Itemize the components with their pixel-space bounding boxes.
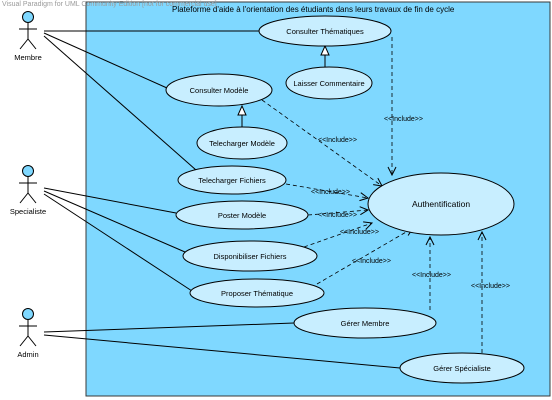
usecase-gerer-membre[interactable]: Gérer Membre <box>293 307 437 339</box>
usecase-label: Poster Modèle <box>218 211 266 220</box>
actor-membre[interactable]: Membre <box>14 11 42 63</box>
generalization-laisser-to-consulter-thematiques <box>320 44 330 67</box>
actor-label: Membre <box>14 53 42 62</box>
generalization-telecharger-to-consulter-modele <box>237 104 247 127</box>
usecase-label: Gérer Membre <box>341 319 390 328</box>
include-poster-modele-label: <<Include>> <box>318 212 357 219</box>
usecase-telecharger-modele[interactable]: Telecharger Modèle <box>196 126 288 160</box>
include-consulter-modele <box>261 99 382 186</box>
actor-head <box>22 308 34 320</box>
usecase-label: Gérer Spécialiste <box>433 364 491 373</box>
usecase-consulter-modele[interactable]: Consulter Modèle <box>165 73 273 107</box>
usecase-laisser-commentaire[interactable]: Laisser Commentaire <box>285 66 373 100</box>
usecase-disponibiliser-fichiers[interactable]: Disponibiliser Fichiers <box>182 240 318 272</box>
system-title: Plateforme d'aide à l'orientation des ét… <box>172 5 455 14</box>
actor-label: Admin <box>17 350 38 359</box>
actor-label: Specialiste <box>10 207 46 216</box>
watermark: Visual Paradigm for UML Community Editio… <box>2 1 217 8</box>
assoc-admin-gerer-membre <box>43 322 295 333</box>
actor-head <box>22 165 34 177</box>
usecase-label: Consulter Modèle <box>190 86 249 95</box>
usecase-label: Telecharger Fichiers <box>198 176 266 185</box>
include-disponibiliser <box>303 223 372 248</box>
include-consulter-modele-label: <<Include>> <box>318 137 357 144</box>
usecase-consulter-thematiques[interactable]: Consulter Thématiques <box>258 15 392 47</box>
assoc-specialiste-proposer <box>43 193 193 292</box>
assoc-specialiste-disponibiliser <box>43 190 186 253</box>
usecase-label: Proposer Thématique <box>221 289 293 298</box>
assoc-membre-consulter-modele <box>43 32 168 89</box>
include-proposer-thematique <box>316 228 413 285</box>
assoc-specialiste-poster-modele <box>43 187 177 214</box>
usecase-label: Telecharger Modèle <box>209 139 275 148</box>
usecase-label: Authentification <box>412 199 470 209</box>
usecase-label: Consulter Thématiques <box>286 27 364 36</box>
usecase-authentification[interactable]: Authentification <box>367 172 515 236</box>
include-telecharger-fichiers-label: <<Include>> <box>311 189 350 196</box>
include-proposer-thematique-label: <<Include>> <box>352 258 391 265</box>
usecase-poster-modele[interactable]: Poster Modèle <box>175 200 309 230</box>
assoc-membre-telecharger-fichiers <box>43 35 197 171</box>
actor-admin[interactable]: Admin <box>17 308 39 360</box>
actor-specialiste[interactable]: Specialiste <box>10 165 46 217</box>
include-gerer-specialiste-label: <<Include>> <box>471 283 510 290</box>
assoc-admin-gerer-specialiste <box>43 334 401 369</box>
usecase-label: Laisser Commentaire <box>293 79 364 88</box>
include-gerer-membre-label: <<Include>> <box>412 272 451 279</box>
actor-head <box>22 11 34 23</box>
usecase-gerer-specialiste[interactable]: Gérer Spécialiste <box>399 352 525 384</box>
usecase-proposer-thematique[interactable]: Proposer Thématique <box>189 278 325 308</box>
usecase-label: Disponibiliser Fichiers <box>214 252 287 261</box>
include-consulter-thematiques-label: <<Include>> <box>384 116 423 123</box>
usecase-telecharger-fichiers[interactable]: Telecharger Fichiers <box>177 165 287 195</box>
include-poster-modele <box>307 210 368 216</box>
include-disponibiliser-label: <<Include>> <box>340 229 379 236</box>
